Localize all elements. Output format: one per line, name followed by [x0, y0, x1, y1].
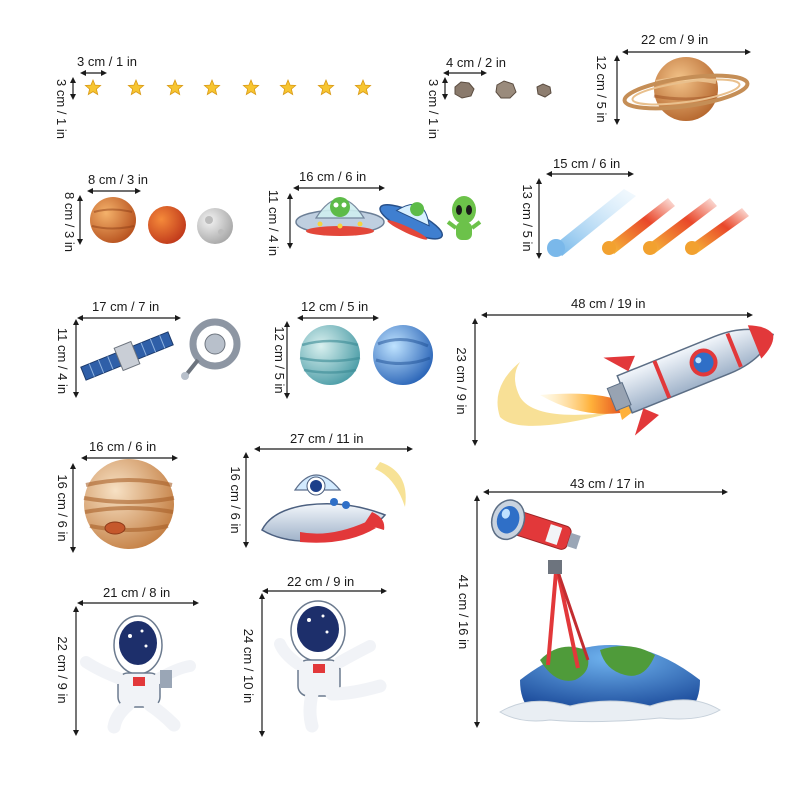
- star-icon: [354, 78, 372, 96]
- star-icon: [279, 78, 297, 96]
- spaceship-sticker: [261, 462, 406, 543]
- asteroids-width-label: 4 cm / 2 in: [446, 55, 506, 70]
- jupiter-height-label: 16 cm / 6 in: [55, 474, 70, 542]
- ice-giants-width-label: 12 cm / 5 in: [301, 299, 369, 314]
- satellites-height-label: 11 cm / 4 in: [55, 327, 70, 395]
- astronaut-1-width-label: 21 cm / 8 in: [103, 585, 171, 600]
- star-stickers: [84, 78, 372, 96]
- ice-giant-stickers: [299, 325, 433, 385]
- stars-height-label: 3 cm / 1 in: [54, 79, 69, 139]
- astronaut-2-height-label: 24 cm / 10 in: [241, 628, 256, 704]
- astronaut-sticker-1: [80, 615, 196, 734]
- saturn-sticker: [622, 57, 750, 121]
- satellites-width-label: 17 cm / 7 in: [92, 299, 160, 314]
- asteroid-stickers: [454, 80, 552, 99]
- stars-width-label: 3 cm / 1 in: [77, 54, 137, 69]
- jupiter-sticker: [83, 459, 175, 549]
- satellite-stickers: [80, 318, 241, 381]
- rocket-sticker: [497, 325, 775, 436]
- dimension-lines: [70, 49, 753, 737]
- jupiter-width-label: 16 cm / 6 in: [89, 439, 157, 454]
- astronaut-sticker-2: [274, 600, 387, 733]
- star-icon: [166, 78, 184, 96]
- ufo-alien-stickers: [295, 196, 482, 240]
- small-planets-width-label: 8 cm / 3 in: [88, 172, 148, 187]
- star-icon: [317, 78, 335, 96]
- star-icon: [127, 78, 145, 96]
- spaceship-height-label: 16 cm / 6 in: [228, 466, 243, 534]
- astronaut-2-width-label: 22 cm / 9 in: [287, 574, 355, 589]
- rocket-width-label: 48 cm / 19 in: [571, 296, 646, 311]
- ufo-height-label: 11 cm / 4 in: [266, 189, 281, 257]
- spaceship-width-label: 27 cm / 11 in: [290, 431, 364, 446]
- saturn-height-label: 12 cm / 5 in: [594, 55, 609, 123]
- rocket-height-label: 23 cm / 9 in: [454, 347, 469, 415]
- ice-giants-height-label: 12 cm / 5 in: [272, 326, 287, 394]
- comets-width-label: 15 cm / 6 in: [553, 156, 621, 171]
- star-icon: [84, 78, 102, 96]
- telescope-height-label: 41 cm / 16 in: [456, 574, 471, 650]
- asteroids-height-label: 3 cm / 1 in: [426, 79, 441, 139]
- comets-height-label: 13 cm / 5 in: [520, 184, 535, 252]
- telescope-earth-sticker: [490, 499, 721, 723]
- star-icon: [203, 78, 221, 96]
- saturn-width-label: 22 cm / 9 in: [641, 32, 709, 47]
- small-planets-height-label: 8 cm / 3 in: [62, 192, 77, 252]
- telescope-width-label: 43 cm / 17 in: [570, 476, 645, 491]
- comet-stickers: [547, 189, 749, 257]
- astronaut-1-height-label: 22 cm / 9 in: [55, 636, 70, 704]
- ufo-width-label: 16 cm / 6 in: [299, 169, 367, 184]
- star-icon: [242, 78, 260, 96]
- small-planet-stickers: [90, 197, 233, 244]
